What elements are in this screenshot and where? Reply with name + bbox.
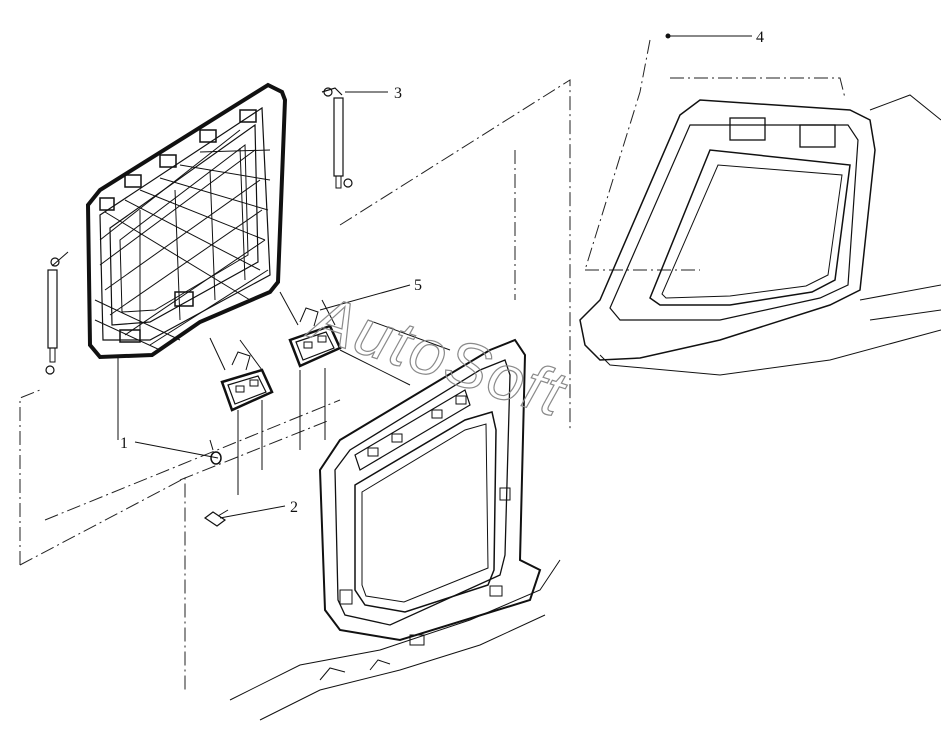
handle-projection-lines [237, 319, 451, 495]
latch-handle-right [279, 291, 342, 368]
callout-4: 4 [756, 29, 764, 46]
gas-strut-lower [45, 251, 69, 375]
callout-1: 1 [120, 435, 128, 452]
gas-strut-upper [321, 87, 353, 189]
latch-handle-left [209, 337, 274, 412]
callout-3: 3 [394, 85, 402, 102]
roof-frame-center [229, 338, 561, 721]
callout-leaders [117, 33, 752, 519]
callout-2: 2 [290, 499, 298, 516]
roof-frame-assembled [579, 94, 941, 376]
pin-1 [209, 439, 222, 465]
watermark-text: AutoSoft [300, 280, 575, 431]
roof-hatch-panel [85, 82, 288, 360]
callout-5: 5 [414, 277, 422, 294]
bolt-2 [203, 509, 229, 527]
assembly-guide-lines [19, 39, 846, 690]
